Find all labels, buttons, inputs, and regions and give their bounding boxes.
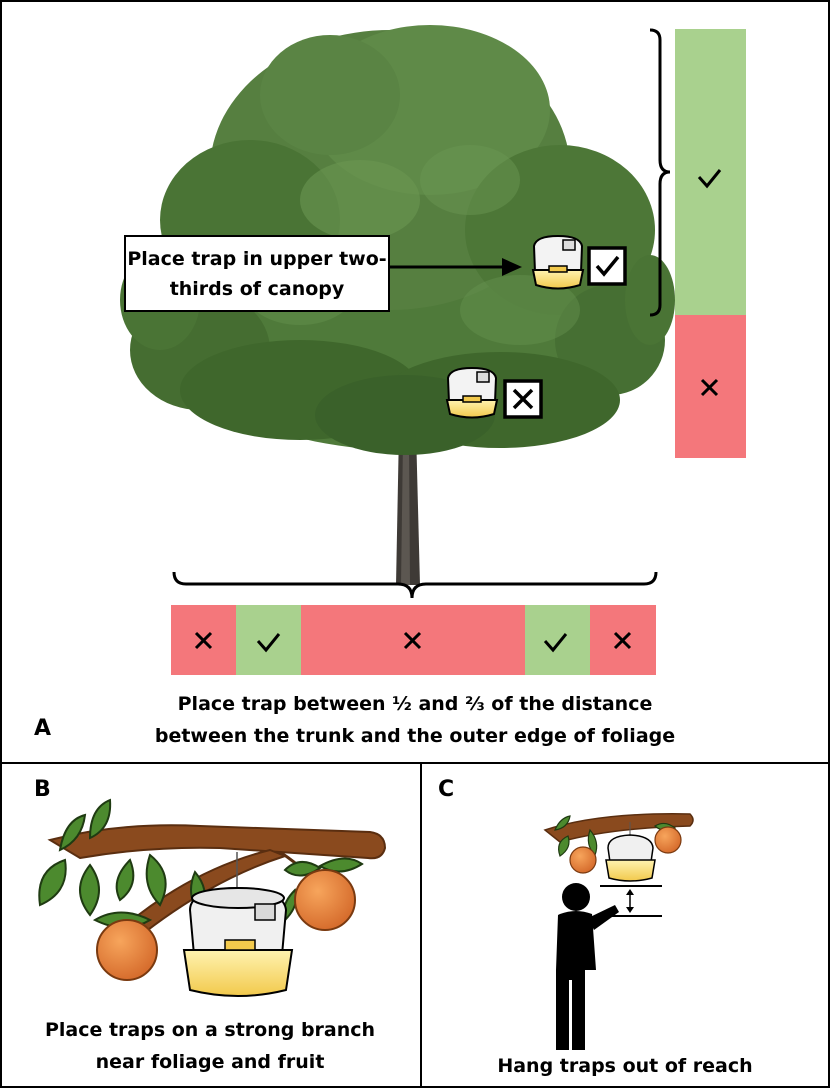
x-mark-icon: [403, 631, 422, 650]
panel-b-caption-line2: near foliage and fruit: [95, 1051, 325, 1073]
check-box-icon: [587, 246, 627, 286]
callout-text: Place trap in upper two-thirds of canopy: [127, 248, 387, 300]
panel-c-caption: Hang traps out of reach: [497, 1055, 753, 1077]
tree-illustration: [120, 25, 675, 585]
branch-illustration: [38, 798, 387, 981]
callout-box: Place trap in upper two-thirds of canopy: [124, 235, 390, 312]
orange-fruit: [654, 826, 682, 854]
horizontal-bracket: [172, 571, 658, 599]
x-mark-icon: [700, 378, 719, 397]
horizontal-zone-correct: [236, 605, 301, 675]
trap-lower-canopy: [445, 366, 499, 419]
tree-canopy: [120, 25, 675, 455]
x-mark-icon: [194, 631, 213, 650]
callout-arrow: [390, 258, 522, 276]
panel-label-a: A: [34, 716, 52, 741]
trap-hanging: [607, 834, 654, 863]
panel-a-caption-line2: between the trunk and the outer edge of …: [154, 725, 676, 747]
trap-upper-canopy: [531, 234, 585, 290]
vertical-bracket: [649, 28, 671, 317]
orange-fruit: [569, 846, 597, 874]
orange-fruit: [294, 869, 356, 931]
panel-label-c: C: [438, 777, 455, 802]
x-mark-icon: [613, 631, 632, 650]
panel-a-caption-line1: Place trap between ½ and ⅔ of the distan…: [177, 693, 653, 715]
trap-hanging: [182, 886, 294, 997]
person-icon: [556, 883, 619, 1050]
check-mark-icon: [697, 169, 722, 189]
vertical-zone-correct: [675, 29, 746, 315]
x-box-icon: [503, 379, 543, 419]
orange-fruit: [96, 919, 158, 981]
panel-b-caption-line1: Place traps on a strong branch: [44, 1019, 376, 1041]
panel-label-b: B: [34, 777, 51, 802]
reach-illustration: [543, 813, 694, 1050]
horizontal-zone-correct: [525, 605, 590, 675]
horizontal-zone-bar: [171, 605, 656, 675]
double-arrow-icon: [626, 889, 634, 913]
check-mark-icon: [543, 633, 568, 653]
check-mark-icon: [256, 633, 281, 653]
